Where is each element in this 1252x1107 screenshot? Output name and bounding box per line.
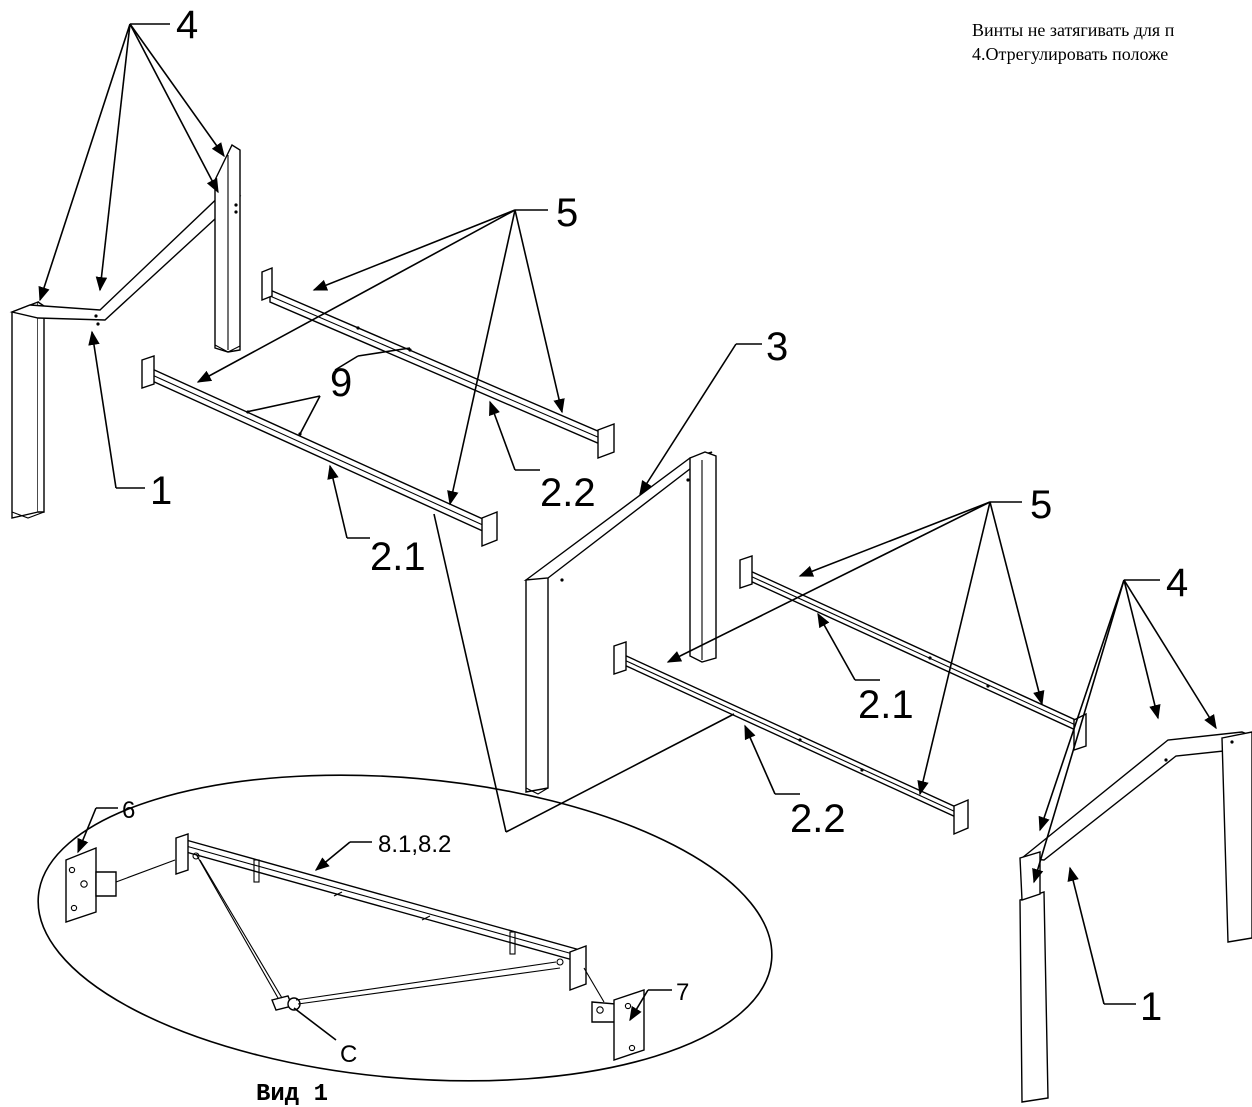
assembly-note-line-2: 4.Отрегулировать положе: [972, 44, 1169, 64]
label-c: C: [340, 1041, 357, 1068]
label-3: 3: [766, 325, 788, 369]
crossbar-2-1-top: [141, 355, 498, 548]
callout-labels: 4 5 9 1 2.2 2.1 3 5 4 2.1 2.2 1 6 8.1,8.…: [122, 3, 1188, 1107]
label-2-1-right: 2.1: [858, 683, 914, 727]
crossbar-2-2-top: [261, 266, 615, 460]
label-1-left: 1: [150, 469, 172, 513]
detail-view: [37, 513, 773, 1082]
label-7: 7: [676, 979, 689, 1006]
label-9: 9: [330, 361, 352, 405]
label-1-right: 1: [1140, 985, 1162, 1029]
crossbar-2-2-right: [613, 641, 969, 836]
left-end-frame: [9, 143, 242, 519]
label-2-1-top: 2.1: [370, 535, 426, 579]
label-4-top: 4: [176, 3, 198, 47]
view-caption: Вид 1: [256, 1081, 328, 1107]
label-2-2-top: 2.2: [540, 471, 596, 515]
label-2-2-right: 2.2: [790, 797, 846, 841]
crossbar-2-1-right: [739, 555, 1087, 751]
label-5-right: 5: [1030, 483, 1052, 527]
right-end-frame: [1019, 731, 1252, 1103]
middle-frame: [523, 451, 717, 795]
label-5-top: 5: [556, 191, 578, 235]
label-6: 6: [122, 797, 135, 824]
label-4-right: 4: [1166, 561, 1188, 605]
label-8: 8.1,8.2: [378, 831, 451, 858]
assembly-note-line-1: Винты не затягивать для п: [972, 20, 1175, 40]
leader-lines: [38, 23, 1217, 1005]
